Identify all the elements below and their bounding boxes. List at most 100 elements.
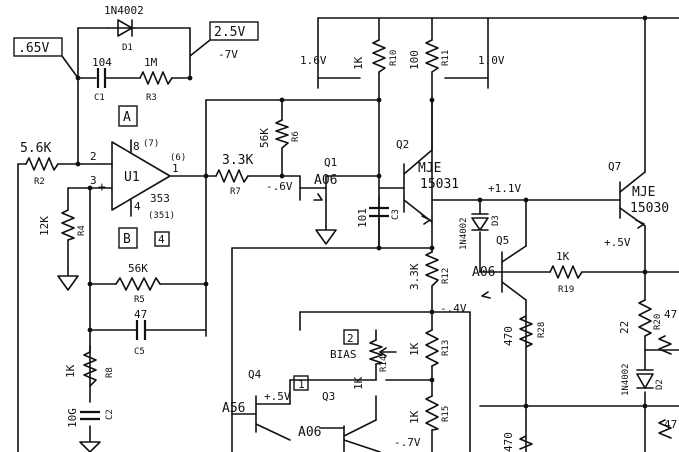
q2-ref: Q2	[396, 138, 409, 151]
resistor-r7	[215, 169, 249, 183]
q7-ref: Q7	[608, 160, 621, 173]
voltage-neg04: -.4V	[440, 302, 467, 315]
resistor-r15	[425, 395, 439, 431]
c2-value: 10G	[66, 408, 79, 428]
r20-ref: R20	[653, 314, 663, 330]
r6-ref: R6	[291, 131, 301, 142]
c2-ref: C2	[105, 409, 115, 420]
opamp-pin-3: 3	[90, 174, 97, 187]
r13-value: 1K	[408, 342, 421, 356]
bias-label: BIAS	[330, 348, 357, 361]
right-resistor-value-2: 47	[664, 418, 677, 431]
voltage-box-065: .65V	[18, 41, 49, 56]
d1-part-label: 1N4002	[104, 4, 144, 17]
r28-ref: R28	[537, 322, 547, 338]
q7-part-line2: 15030	[630, 201, 669, 216]
q2-part-line2: 15031	[420, 177, 459, 192]
voltage-16v: 1.6V	[300, 54, 327, 67]
q1-ref: Q1	[324, 156, 337, 169]
opamp-part: 353	[150, 192, 170, 205]
r4-ref: R4	[77, 225, 87, 236]
d3-part: 1N4002	[459, 217, 469, 250]
r11-ref: R11	[441, 50, 451, 66]
marker-1: 1	[298, 378, 305, 391]
diode-d2	[636, 369, 654, 389]
r4-value: 12K	[38, 216, 51, 236]
right-resistor-value-1: 47	[664, 308, 677, 321]
d1-ref-label: D1	[122, 43, 133, 53]
q4-part: A56	[222, 401, 245, 416]
r3-value: 1M	[144, 56, 158, 69]
resistor-r10	[372, 39, 386, 73]
marker-4: 4	[158, 233, 165, 246]
resistor-r6	[275, 119, 289, 149]
voltage-neg07: -.7V	[394, 436, 421, 449]
ground-symbol	[57, 267, 79, 291]
r11-value: 100	[408, 50, 421, 70]
resistor-r5	[115, 277, 161, 291]
opamp-pin-7: (7)	[143, 139, 159, 149]
q7-part-line1: MJE	[632, 185, 655, 200]
resistor-right-2	[658, 419, 672, 439]
r3-ref: R3	[146, 93, 157, 103]
r5-ref: R5	[134, 295, 145, 305]
c5-value: 47	[134, 308, 147, 321]
r8-ref: R8	[105, 367, 115, 378]
capacitor-c2	[80, 410, 100, 421]
r7-ref: R7	[230, 187, 241, 197]
r13-ref: R13	[441, 340, 451, 356]
box-a-label: A	[123, 110, 131, 125]
r2-value: 5.6K	[20, 141, 51, 156]
opamp-pin-1: 1	[172, 162, 179, 175]
resistor-r28	[519, 315, 533, 348]
d2-part: 1N4002	[621, 363, 631, 396]
r28-value: 470	[502, 326, 515, 346]
resistor-r11	[425, 39, 439, 73]
voltage-p05b: +.5V	[264, 390, 291, 403]
diode-d1	[107, 19, 135, 37]
box-b-label: B	[123, 232, 131, 247]
r19-value: 1K	[556, 250, 570, 263]
opamp-pin-2: 2	[90, 150, 97, 163]
resistor-r4	[61, 209, 75, 241]
q5-part: A06	[472, 265, 495, 280]
diode-d3	[471, 213, 489, 231]
q1-part: A06	[314, 173, 337, 188]
q4-ref: Q4	[248, 368, 262, 381]
resistor-right-1	[658, 335, 672, 355]
r15-ref: R15	[441, 406, 451, 422]
resistor-r8	[83, 351, 97, 387]
r12-value: 3.3K	[408, 263, 421, 290]
opamp-ref: U1	[124, 170, 140, 185]
opamp-pin-6: (6)	[170, 153, 186, 163]
opamp-u1	[111, 139, 171, 217]
potentiometer-r14	[369, 339, 383, 365]
r10-value: 1K	[352, 56, 365, 70]
bottom-resistor-value: 470	[502, 432, 515, 452]
r14-ref: R14	[379, 356, 389, 372]
resistor-r12	[425, 251, 439, 287]
c1-ref: C1	[94, 93, 105, 103]
resistor-r19	[549, 265, 583, 279]
svg-text:−: −	[99, 157, 107, 172]
voltage-neg06: -.6V	[266, 180, 293, 193]
c3-value: 101	[356, 208, 369, 228]
r5-value: 56K	[128, 262, 148, 275]
svg-text:+: +	[98, 180, 106, 195]
opamp-pin-8: 8	[133, 140, 140, 153]
capacitor-c1	[96, 68, 107, 88]
q3-part: A06	[298, 425, 321, 440]
voltage-box-25: 2.5V	[214, 25, 245, 40]
r12-ref: R12	[441, 268, 451, 284]
voltage-10v: 1.0V	[478, 54, 505, 67]
opamp-pin-4: 4	[134, 200, 141, 213]
q3-ref: Q3	[322, 390, 335, 403]
voltage-neg7v: -7V	[218, 48, 238, 61]
marker-2: 2	[347, 332, 354, 345]
d3-ref: D3	[491, 215, 501, 226]
d2-ref: D2	[655, 379, 665, 390]
q5-ref: Q5	[496, 234, 509, 247]
c1-value: 104	[92, 56, 112, 69]
r8-value: 1K	[64, 364, 77, 378]
